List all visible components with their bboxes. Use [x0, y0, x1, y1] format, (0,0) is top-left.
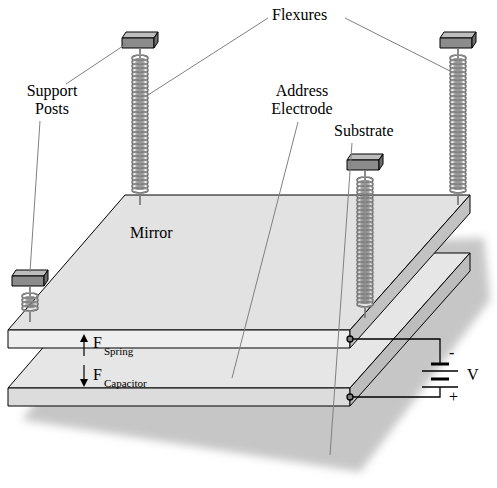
post-top: [122, 32, 158, 38]
flexure-coil-highlight: [132, 48, 148, 205]
support-posts: [12, 32, 476, 286]
support-post: [12, 270, 48, 286]
support-post: [122, 32, 158, 48]
flexure-coil: [357, 170, 373, 318]
post-side: [472, 32, 476, 48]
post-side: [154, 32, 158, 48]
flexure-springs: [22, 48, 466, 322]
flexure-coil: [132, 48, 148, 205]
post-front: [440, 38, 472, 48]
polarity-sign: -: [449, 344, 454, 362]
post-side: [44, 270, 48, 286]
post-top: [440, 32, 476, 38]
support-post: [440, 32, 476, 48]
force-symbol: F: [93, 366, 102, 384]
post-front: [12, 276, 44, 286]
flexure-coil-highlight: [22, 286, 38, 322]
force-symbol: F: [93, 334, 102, 352]
force-arrows: [80, 334, 88, 387]
flexure-coil: [22, 286, 38, 322]
part-label: Flexures: [272, 6, 327, 24]
mirror-plate: [8, 195, 470, 348]
flexure-coil: [450, 48, 466, 205]
part-label: Mirror: [130, 224, 173, 242]
force-subscript: Spring: [104, 345, 133, 357]
post-front: [347, 160, 379, 170]
part-label: Address Electrode: [258, 82, 346, 118]
battery-circuit: [347, 336, 458, 400]
part-label: Support Posts: [16, 82, 88, 118]
force-subscript: Capacitor: [104, 377, 147, 389]
leader-lines: [30, 18, 452, 455]
polarity-sign: +: [449, 388, 458, 406]
flexure-coil-highlight: [450, 48, 466, 205]
support-post: [347, 154, 383, 170]
voltage-label: V: [467, 366, 479, 384]
flexure-coil-highlight: [357, 170, 373, 318]
post-front: [122, 38, 154, 48]
post-top: [347, 154, 383, 160]
post-side: [379, 154, 383, 170]
part-label: Substrate: [334, 122, 394, 140]
